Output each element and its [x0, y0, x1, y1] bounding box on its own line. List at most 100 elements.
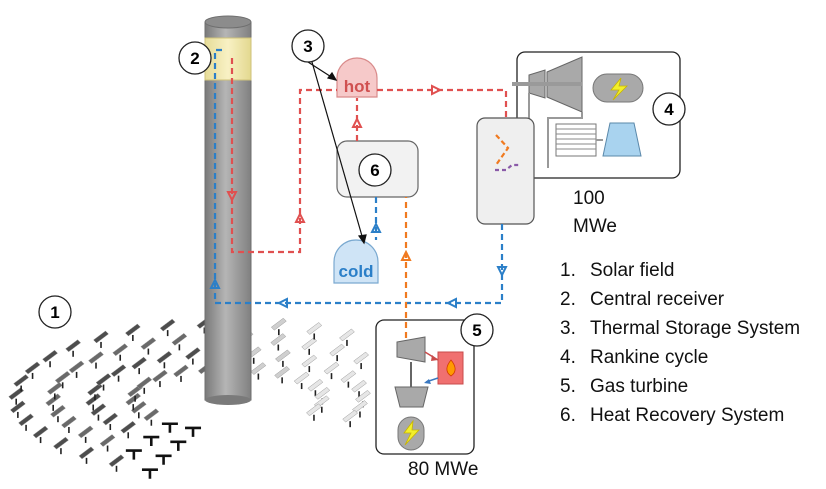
heliostat — [110, 364, 127, 377]
heliostat — [314, 387, 331, 400]
heliostat — [274, 366, 291, 379]
central-tower — [204, 15, 252, 405]
heliostat — [339, 328, 355, 342]
rankine-power-value: 100 — [573, 188, 605, 209]
heliostat — [156, 350, 173, 364]
heliostat — [301, 354, 318, 368]
heliostat — [293, 371, 310, 385]
heliostat — [112, 343, 129, 357]
heliostat — [13, 374, 30, 387]
heliostat — [301, 337, 318, 351]
heliostat — [9, 400, 26, 414]
legend-item: 1.Solar field — [560, 260, 675, 281]
callout-3-leaders — [307, 61, 367, 245]
heliostat — [54, 370, 71, 384]
heliostat — [93, 330, 109, 344]
heliostat — [65, 339, 82, 353]
heliostat — [159, 318, 176, 332]
heliostat — [99, 434, 116, 447]
flame-icon — [446, 359, 456, 377]
legend-item: 6.Heat Recovery System — [560, 405, 785, 426]
rankine-power-unit: MWe — [573, 216, 617, 237]
heliostat — [8, 387, 25, 401]
heliostat — [340, 370, 357, 383]
heliostat — [173, 364, 189, 378]
hot-tank-label: hot — [344, 77, 371, 96]
cold-tank-label: cold — [339, 262, 374, 281]
heliostat — [170, 440, 187, 451]
svg-text:5: 5 — [472, 321, 481, 340]
heliostat — [45, 393, 62, 407]
heliostat — [171, 333, 188, 346]
heliostat — [131, 356, 148, 370]
heliostat — [275, 349, 291, 363]
heliostat — [353, 351, 370, 365]
heliostat — [53, 436, 69, 450]
heliostat — [306, 322, 323, 335]
heliostat — [18, 413, 34, 427]
heliostat — [124, 323, 141, 337]
gas-turbine-block — [375, 319, 475, 455]
heliostat — [342, 409, 359, 423]
legend-item: 4.Rankine cycle — [560, 347, 709, 368]
callout-3: 3 — [291, 29, 325, 63]
heliostat — [130, 400, 147, 414]
heliostat — [270, 333, 287, 346]
heliostat — [85, 393, 102, 406]
callout-1: 1 — [38, 295, 72, 329]
heliostat — [95, 373, 112, 386]
callout-6: 6 — [358, 153, 392, 187]
heliostat — [24, 361, 41, 375]
steam-generator — [476, 117, 535, 225]
svg-text:6: 6 — [370, 161, 379, 180]
callout-4: 4 — [652, 92, 686, 126]
heliostat — [155, 454, 172, 465]
heliostat — [90, 403, 107, 416]
heliostat — [185, 426, 202, 437]
legend-item: 3.Thermal Storage System — [560, 318, 801, 339]
heliostat — [42, 349, 58, 363]
callout-2: 2 — [178, 41, 212, 75]
heliostat — [102, 412, 119, 426]
heliostat — [143, 408, 160, 422]
cold-flow-arrows — [209, 221, 508, 309]
heliostat — [88, 351, 104, 364]
svg-text:1: 1 — [50, 303, 59, 322]
heliostat — [329, 343, 346, 357]
heliostat — [78, 446, 95, 460]
callout-5: 5 — [460, 313, 494, 347]
heliostat — [136, 376, 153, 390]
heliostat — [141, 468, 158, 479]
heliostat — [125, 392, 142, 406]
heliostat — [77, 425, 94, 439]
heliostat — [87, 383, 103, 396]
central-receiver — [204, 37, 252, 81]
heliostat — [250, 362, 267, 375]
heliostat — [323, 361, 340, 375]
heliostat — [120, 420, 137, 434]
lightning-icon — [610, 77, 628, 101]
heliostat — [68, 360, 85, 374]
heliostat — [270, 317, 287, 331]
heliostat — [50, 404, 66, 418]
gas-turbine-power: 80 MWe — [408, 459, 479, 480]
heliostat — [161, 422, 178, 433]
hot-flow-arrows — [226, 84, 443, 223]
cold-tank: cold — [333, 239, 379, 284]
legend-item: 2.Central receiver — [560, 289, 725, 310]
heliostat — [143, 435, 160, 447]
heliostat — [46, 382, 63, 395]
svg-text:3: 3 — [303, 37, 312, 56]
heliostat — [125, 449, 142, 460]
heliostat — [184, 347, 201, 360]
heliostat — [306, 403, 322, 417]
rankine-cycle-block — [512, 51, 681, 179]
svg-text:2: 2 — [190, 49, 199, 68]
heliostat — [152, 369, 168, 383]
heliostat — [307, 378, 324, 392]
heliostat — [61, 415, 77, 429]
heliostat — [140, 337, 157, 350]
condenser — [555, 123, 597, 157]
heliostat — [32, 425, 49, 439]
